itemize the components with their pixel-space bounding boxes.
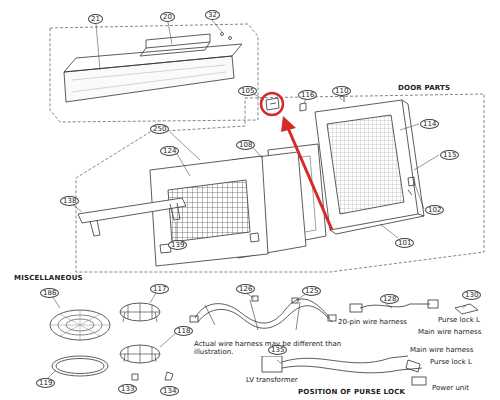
rack-high — [120, 303, 160, 321]
section-heading: POSITION OF PURSE LOCK — [298, 388, 405, 396]
callout-number: 128 — [380, 294, 399, 304]
callout-number: 115 — [440, 150, 459, 160]
part-label: Purse lock L — [430, 358, 472, 366]
highlight-circle — [261, 93, 283, 115]
front-panel — [150, 156, 268, 266]
callout-number: 250 — [150, 124, 169, 134]
front-window — [168, 180, 250, 242]
callout-number: 102 — [425, 205, 444, 215]
turntable — [50, 310, 110, 340]
door-frame — [315, 100, 418, 230]
group-outline — [76, 94, 484, 272]
highlight-arrow — [288, 128, 332, 230]
callout-number: 138 — [60, 196, 79, 206]
callout-number: 119 — [36, 378, 55, 388]
part-label: Main wire harness — [418, 328, 481, 336]
callout-number: 101 — [395, 238, 414, 248]
lv-transformer — [262, 356, 282, 372]
door-handle — [78, 198, 186, 223]
control-panel-top — [64, 44, 242, 72]
part-label: 20-pin wire harness — [338, 318, 407, 326]
callout-number: 108 — [236, 140, 255, 150]
wire-20pin — [360, 304, 430, 308]
door-mesh — [327, 115, 404, 214]
part-label: Power unit — [432, 384, 469, 392]
callout-number: 134 — [160, 386, 179, 396]
callout-number: 139 — [168, 240, 187, 250]
callout-number: 116 — [298, 90, 317, 100]
section-heading: MISCELLANEOUS — [14, 274, 83, 282]
rack-low — [120, 345, 160, 363]
callout-number: 130 — [462, 290, 481, 300]
callout-number: 124 — [160, 146, 179, 156]
power-unit — [412, 377, 426, 385]
callout-number: 133 — [118, 384, 137, 394]
purse-lock — [455, 304, 478, 314]
arrow-head — [281, 116, 296, 132]
callout-number: 114 — [420, 119, 439, 129]
wire-harness — [195, 299, 330, 323]
callout-number: 126 — [236, 284, 255, 294]
callout-number: 118 — [174, 326, 193, 336]
callout-number: 32 — [205, 10, 220, 20]
part-label: Purse lock L — [438, 316, 480, 324]
latch-part — [266, 98, 279, 110]
callout-number: 186 — [40, 288, 59, 298]
callout-number: 110 — [332, 86, 351, 96]
callout-number: 125 — [302, 286, 321, 296]
part-label: Main wire harness — [410, 346, 473, 354]
callout-number: 20 — [160, 12, 175, 22]
part-label: LV transformer — [246, 376, 298, 384]
group-outline — [50, 24, 258, 122]
callout-number: 117 — [150, 284, 169, 294]
callout-number: 21 — [88, 14, 103, 24]
panel-bracket — [140, 34, 210, 56]
section-heading: DOOR PARTS — [398, 84, 450, 92]
roller-ring — [52, 356, 108, 376]
callout-number: 105 — [238, 86, 257, 96]
main-harness — [282, 356, 408, 363]
control-panel — [64, 56, 234, 102]
